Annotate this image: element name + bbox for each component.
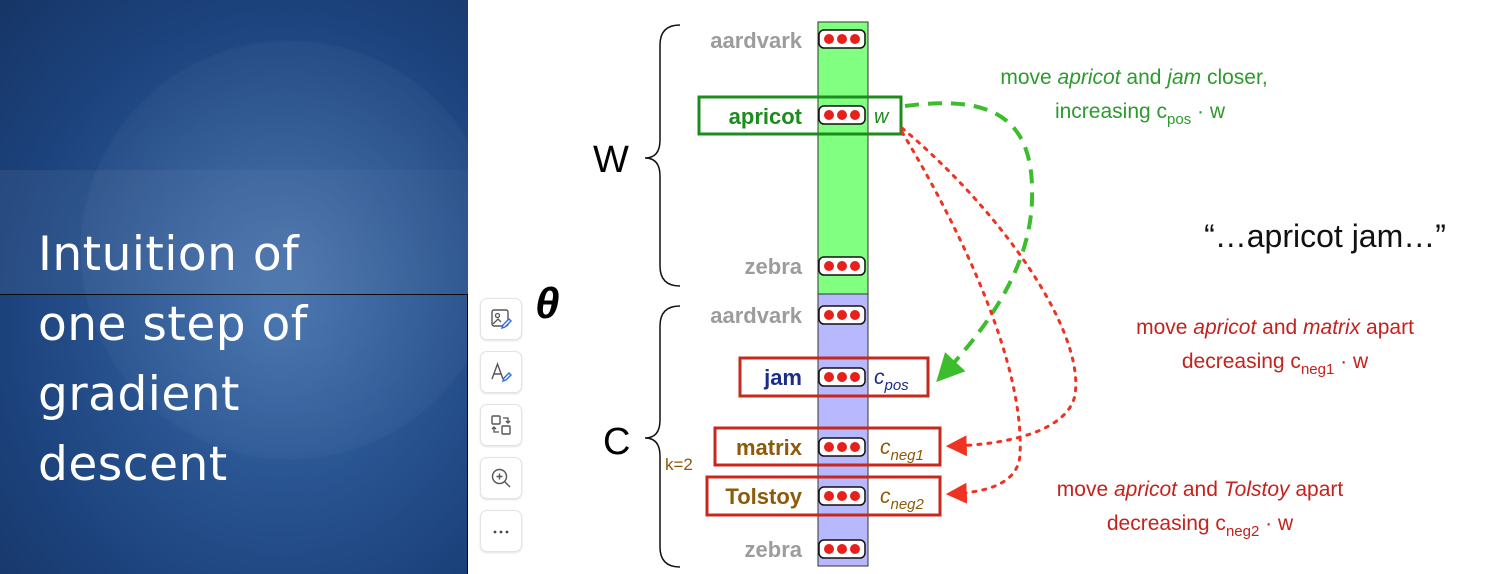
k-label: k=2 — [665, 455, 693, 474]
embedding-vector-tolstoy — [818, 486, 866, 506]
word-jam: jam — [763, 365, 802, 390]
jam-box — [738, 356, 930, 398]
word-matrix: matrix — [736, 435, 803, 460]
slide-title: Intuition of one step of gradient descen… — [38, 227, 308, 492]
edit-text-button[interactable] — [480, 351, 522, 393]
embedding-vector-zebra-c — [818, 539, 866, 559]
word-zebra-c: zebra — [745, 537, 803, 562]
annotation-neg1-line1: move apricot and matrix apart — [1136, 316, 1414, 339]
theta-symbol: θ — [535, 279, 560, 328]
apricot-box — [697, 95, 903, 136]
label-c-neg1: cneg1 — [880, 436, 924, 464]
slide-title-panel: Intuition of one step of gradient descen… — [0, 0, 468, 574]
more-options-button[interactable] — [480, 510, 522, 552]
decorative-band — [0, 170, 468, 295]
image-toolbar — [480, 298, 526, 563]
embedding-vector-zebra-w — [818, 256, 866, 276]
annotation-positive-line1: move apricot and jam closer, — [1000, 66, 1267, 89]
matrix-box — [713, 426, 942, 467]
annotation-neg2-line1: move apricot and Tolstoy apart — [1057, 478, 1344, 501]
zoom-in-icon — [491, 468, 511, 488]
edit-image-icon — [491, 309, 512, 330]
c-matrix-label: C — [603, 421, 630, 463]
w-matrix-label: W — [593, 139, 629, 181]
replace-icon — [491, 415, 511, 435]
word-apricot: apricot — [729, 104, 803, 129]
w-embedding-column — [817, 21, 869, 295]
edit-text-icon — [491, 361, 512, 383]
word-tolstoy: Tolstoy — [725, 484, 802, 509]
embedding-vector-aardvark-c — [818, 305, 866, 325]
word-aardvark-w: aardvark — [710, 28, 803, 53]
label-c-pos: cpos — [874, 366, 909, 394]
embedding-vector-apricot — [818, 105, 866, 125]
embedding-vector-aardvark-w — [818, 29, 866, 49]
word-aardvark-c: aardvark — [710, 303, 803, 328]
w-brace — [644, 24, 681, 287]
label-c-neg2: cneg2 — [880, 485, 925, 513]
annotation-neg1-line2: decreasing cneg1 · w — [1182, 350, 1369, 378]
embedding-vector-jam — [818, 367, 866, 387]
word2vec-diagram: θ W C k=2 aardvark apricot zebra aardvar… — [535, 21, 1446, 568]
annotation-positive-line2: increasing cpos · w — [1055, 100, 1226, 128]
tolstoy-box — [705, 475, 942, 517]
embedding-vector-matrix — [818, 437, 866, 457]
annotation-neg2-line2: decreasing cneg2 · w — [1107, 512, 1294, 540]
more-icon — [493, 530, 509, 534]
word-zebra-w: zebra — [745, 254, 803, 279]
c-embedding-column — [817, 293, 869, 567]
c-brace — [644, 305, 681, 568]
decorative-circle — [80, 40, 468, 460]
arrow-positive — [904, 101, 1035, 383]
label-w: w — [874, 106, 890, 128]
replace-button[interactable] — [480, 404, 522, 446]
arrow-negative-2 — [900, 130, 1022, 504]
zoom-in-button[interactable] — [480, 457, 522, 499]
edit-image-button[interactable] — [480, 298, 522, 340]
context-quote: “…apricot jam…” — [1204, 218, 1446, 254]
arrow-negative-1 — [900, 126, 1078, 457]
